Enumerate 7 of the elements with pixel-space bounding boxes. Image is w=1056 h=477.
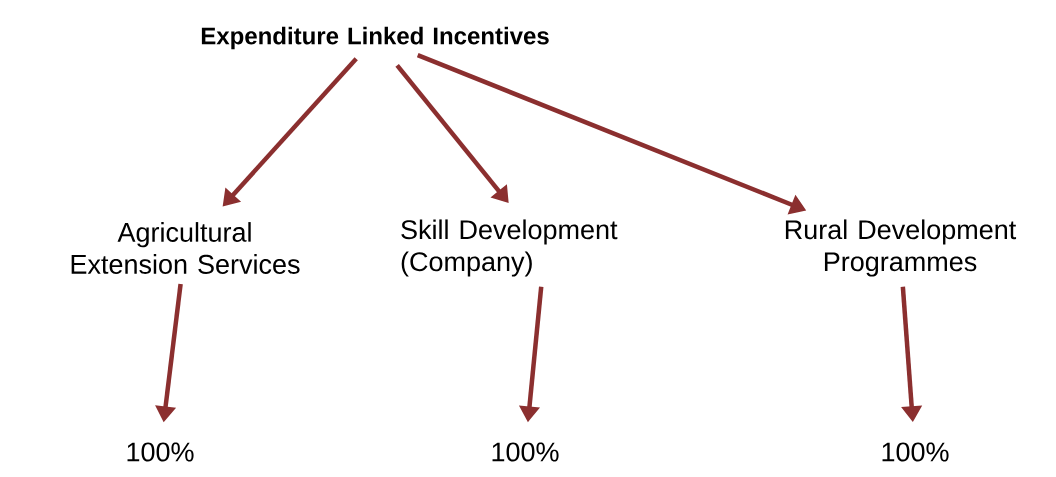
- title-text: Expenditure Linked Incentives: [201, 26, 549, 50]
- category-label: Rural Development Programmes: [785, 219, 1017, 277]
- percentage-label: 100%: [127, 442, 194, 462]
- percentage-label: 100%: [882, 442, 949, 462]
- category-label: Agricultural Extension Services: [71, 222, 300, 274]
- percentage-label: 100%: [492, 442, 559, 462]
- category-label: Skill Development (Company): [401, 219, 618, 277]
